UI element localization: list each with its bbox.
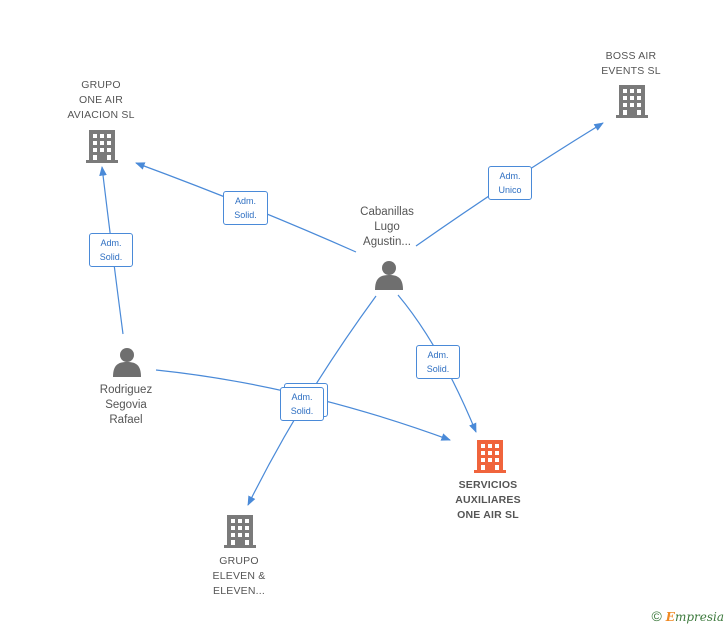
brand-logo: Empresia — [666, 610, 724, 624]
brand-initial: E — [665, 610, 675, 624]
node-grupo-one-air[interactable]: GRUPO ONE AIR AVIACION SL — [67, 78, 134, 123]
node-servicios[interactable]: SERVICIOS AUXILIARES ONE AIR SL — [455, 478, 521, 523]
node-cabanillas[interactable]: Cabanillas Lugo Agustin... — [360, 205, 414, 250]
edge-label-cabanillas-boss-air[interactable]: Adm. Unico — [488, 166, 532, 200]
node-label-line: ONE AIR — [78, 94, 123, 106]
edge-label-line: Adm. — [499, 171, 521, 181]
building-icon — [86, 130, 118, 163]
node-rodriguez[interactable]: Rodriguez Segovia Rafael — [100, 383, 152, 428]
edge-label-line: Solid. — [99, 252, 123, 262]
edge-label-cabanillas-grupo-one-air[interactable]: Adm. Solid. — [223, 191, 268, 225]
building-icon — [616, 85, 648, 118]
edge-label-cabanillas-servicios[interactable]: Adm. Solid. — [416, 345, 460, 379]
node-label-line: BOSS AIR — [605, 50, 657, 62]
edge-label-line: Unico — [498, 185, 522, 195]
node-label-line: Rodriguez — [99, 384, 153, 396]
person-icon — [113, 348, 141, 377]
edge-label-rodriguez-grupo-one-air[interactable]: Adm. Solid. — [89, 233, 133, 267]
node-label-line: ELEVEN & — [212, 570, 266, 582]
edge-label-line: Solid. — [426, 364, 450, 374]
copyright-icon: © — [651, 608, 662, 624]
brand-name: mpresia — [674, 610, 724, 624]
edge-label-line: Adm. — [100, 238, 122, 248]
edge-label-line: Adm. — [291, 392, 313, 402]
node-label-line: Segovia — [105, 399, 147, 411]
node-label-line: Rafael — [109, 414, 143, 426]
node-label-line: GRUPO — [219, 555, 259, 567]
building-icon — [474, 440, 506, 473]
edge-label-cabanillas-grupo-eleven[interactable]: Adm. Solid. — [280, 387, 324, 421]
node-label-line: Cabanillas — [360, 206, 414, 218]
edge-label-line: Solid. — [290, 406, 314, 416]
node-boss-air[interactable]: BOSS AIR EVENTS SL — [601, 49, 661, 79]
node-grupo-eleven[interactable]: GRUPO ELEVEN & ELEVEN... — [213, 554, 266, 599]
node-label-line: ELEVEN... — [213, 585, 265, 597]
node-label-line: GRUPO — [81, 79, 121, 91]
edge-label-line: Adm. — [427, 350, 449, 360]
node-label-line: EVENTS SL — [601, 65, 661, 77]
person-icon — [375, 261, 403, 290]
edge-label-line: Adm. — [234, 196, 256, 206]
node-label-line: SERVICIOS — [458, 479, 518, 491]
node-label-line: AVIACION SL — [67, 109, 135, 121]
node-label-line: AUXILIARES — [455, 494, 521, 506]
node-label-line: ONE AIR SL — [457, 509, 519, 521]
footer-brand: ©Empresia — [651, 608, 724, 624]
building-icon — [224, 515, 256, 548]
node-label-line: Lugo — [374, 221, 400, 233]
edge-label-line: Solid. — [234, 210, 257, 220]
node-label-line: Agustin... — [363, 236, 411, 248]
